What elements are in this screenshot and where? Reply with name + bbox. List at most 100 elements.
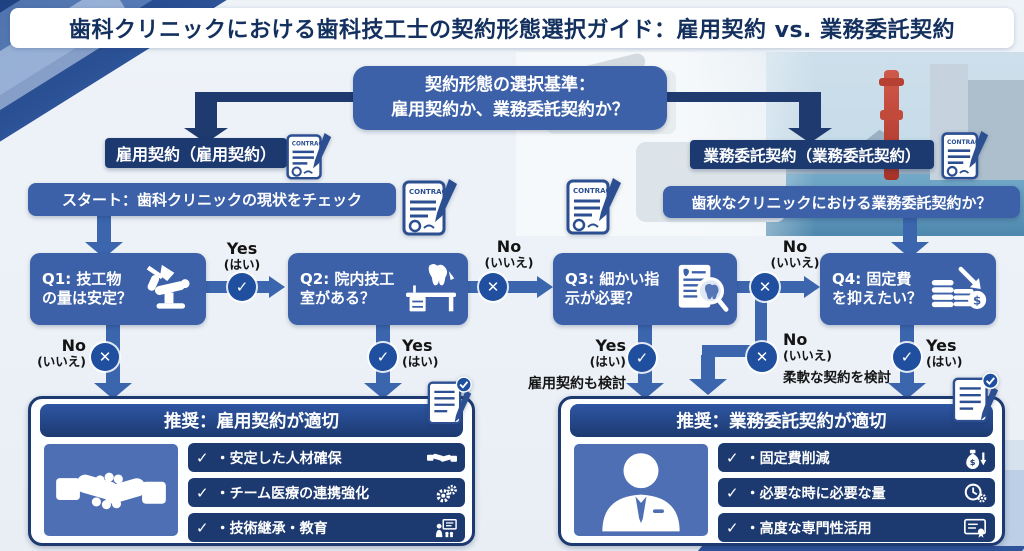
- left-start-text: スタート：歯科クリニックの現状をチェック: [61, 191, 362, 209]
- yes-badge: ✓: [893, 343, 921, 371]
- arrowhead-q3-q4: [804, 276, 820, 298]
- q2-yes-label: Yes(はい): [402, 336, 439, 370]
- cost-decrease-icon: $: [930, 265, 988, 313]
- arrow-q4-no-horiz: [702, 345, 760, 357]
- photo-port-tower-top: [879, 78, 904, 86]
- svg-text:CONTRACT: CONTRACT: [292, 141, 327, 147]
- moneybag-down-icon: $: [963, 447, 987, 469]
- right-branch-label-text: 業務委託契約（業務委託契約）: [703, 146, 921, 165]
- right-branch-label: 業務委託契約（業務委託契約）: [690, 140, 934, 169]
- certificate-icon: [963, 517, 987, 539]
- q4-text: Q4: 固定費を抑えたい？: [832, 269, 923, 308]
- svg-text:CONTRACT: CONTRACT: [409, 188, 452, 196]
- arrowhead-q3-down: [626, 383, 664, 399]
- q3-no-label: No(いいえ): [770, 237, 820, 271]
- arrow-start-to-q1: [97, 216, 111, 244]
- arrowhead-q4-no: [689, 379, 727, 395]
- question-box-q4: Q4: 固定費を抑えたい？ $: [820, 253, 996, 325]
- connector-left-drop: [195, 92, 217, 130]
- person-icon: [574, 444, 708, 536]
- q3-text: Q3: 細かい指示が必要？: [565, 269, 660, 308]
- root-decision-box: 契約形態の選択基準： 雇用契約か、業務委託契約か？: [353, 66, 667, 130]
- arrowhead-q1-down: [94, 383, 132, 399]
- q1-no-label: No(いいえ): [37, 336, 86, 370]
- arrow-start-to-q4: [903, 216, 917, 244]
- q2-no-label: No(いいえ): [484, 237, 534, 271]
- q1-text: Q1: 技工物の量は安定？: [42, 269, 133, 308]
- recommendation-right-item-1: ✓ ・固定費削減 $: [718, 443, 995, 472]
- recommendation-left-item-2: ✓ ・チーム医療の連携強化: [188, 478, 465, 507]
- question-box-q2: Q2: 院内技工室がある？: [288, 253, 468, 325]
- check-icon: ✓: [196, 483, 209, 502]
- contract-icon: CONTRACT: [402, 176, 458, 238]
- left-branch-label: 雇用契約（雇用契約）: [105, 138, 287, 168]
- title-bar: 歯科クリニックにおける歯科技工士の契約形態選択ガイド：雇用契約 vs. 業務委託…: [10, 8, 1014, 48]
- right-start-text: 歯秋なクリニックにおける業務委託契約か？: [691, 193, 992, 212]
- dental-chair-icon: [140, 264, 198, 314]
- arrowhead-q1-q2: [269, 276, 285, 298]
- root-decision-line1: 契約形態の選択基準：: [425, 74, 595, 95]
- q3-yes-label: Yes(はい): [589, 336, 626, 370]
- document-check-icon: [427, 376, 473, 428]
- svg-text:CONTRACT: CONTRACT: [947, 139, 984, 146]
- left-start-box: スタート：歯科クリニックの現状をチェック: [28, 183, 396, 216]
- check-icon: ✓: [726, 518, 739, 537]
- arrowhead-q2-q3: [537, 276, 553, 298]
- check-icon: ✓: [196, 518, 209, 537]
- left-branch-label-text: 雇用契約（雇用契約）: [115, 145, 276, 164]
- yes-badge: ✓: [628, 344, 656, 372]
- arrow-q4-no-drop: [755, 295, 767, 351]
- recommendation-right-item-2: ✓ ・必要な時に必要な量: [718, 478, 995, 507]
- recommendation-left-title: 推奨：雇用契約が適切: [164, 412, 339, 432]
- contract-icon: CONTRACT: [566, 174, 622, 238]
- check-icon: ✓: [726, 483, 739, 502]
- right-start-box: 歯秋なクリニックにおける業務委託契約か？: [663, 186, 1020, 218]
- q4-no-label: No(いいえ): [783, 330, 832, 364]
- education-icon: [435, 518, 457, 538]
- yes-badge: ✓: [369, 343, 397, 371]
- svg-text:CONTRACT: CONTRACT: [573, 187, 616, 195]
- arrowhead-q4-down: [888, 383, 926, 399]
- gears-icon: [435, 483, 457, 503]
- recommendation-right-title-bar: 推奨：業務委託契約が適切: [570, 404, 993, 437]
- no-badge: ✕: [91, 343, 119, 371]
- question-box-q1: Q1: 技工物の量は安定？: [30, 253, 206, 325]
- tooth-lab-icon: [402, 264, 460, 314]
- no-badge: ✕: [751, 273, 779, 301]
- bottom-edge-strip: [697, 546, 1024, 551]
- recommendation-right-title: 推奨：業務委託契約が適切: [676, 412, 887, 432]
- root-decision-line2: 雇用契約か、業務委託契約か？: [391, 100, 629, 120]
- connector-right-drop: [799, 92, 821, 130]
- document-check-icon: [952, 372, 1000, 426]
- check-icon: ✓: [196, 448, 209, 467]
- recommendation-left-item-1: ✓ ・安定した人材確保: [188, 443, 465, 472]
- svg-text:$: $: [973, 293, 981, 307]
- no-badge: ✕: [479, 273, 507, 301]
- q2-text: Q2: 院内技工室がある？: [300, 269, 395, 308]
- no-badge: ✕: [747, 342, 777, 372]
- document-magnifier-icon: [675, 263, 729, 315]
- arrowhead-to-right-branch: [788, 128, 832, 143]
- arrow-q4-no-down: [701, 355, 715, 381]
- recommendation-right-item-3: ✓ ・高度な専門性活用: [718, 513, 995, 542]
- yes-badge: ✓: [228, 273, 256, 301]
- q4-no-note: 柔軟な契約を検討: [783, 370, 891, 386]
- q1-yes-label: Yes(はい): [223, 239, 261, 273]
- question-box-q3: Q3: 細かい指示が必要？: [553, 253, 737, 325]
- q3-yes-note: 雇用契約も検討: [528, 376, 626, 392]
- clock-gear-icon: [963, 482, 987, 504]
- contract-icon: CONTRACT: [941, 129, 989, 181]
- connector-right: [667, 92, 817, 102]
- recommendation-left-item-3: ✓ ・技術継承・教育: [188, 513, 465, 542]
- q4-yes-label: Yes(はい): [926, 336, 963, 370]
- connector-left: [203, 92, 353, 102]
- contract-icon: CONTRACT: [286, 131, 332, 181]
- handshake-icon: [44, 444, 178, 536]
- svg-text:$: $: [970, 456, 976, 466]
- page-title: 歯科クリニックにおける歯科技工士の契約形態選択ガイド：雇用契約 vs. 業務委託…: [68, 18, 956, 43]
- recommendation-left-title-bar: 推奨：雇用契約が適切: [40, 404, 463, 437]
- check-icon: ✓: [726, 448, 739, 467]
- photo-port-tower-deck: [880, 110, 903, 120]
- arrowhead-q2-down: [364, 383, 402, 399]
